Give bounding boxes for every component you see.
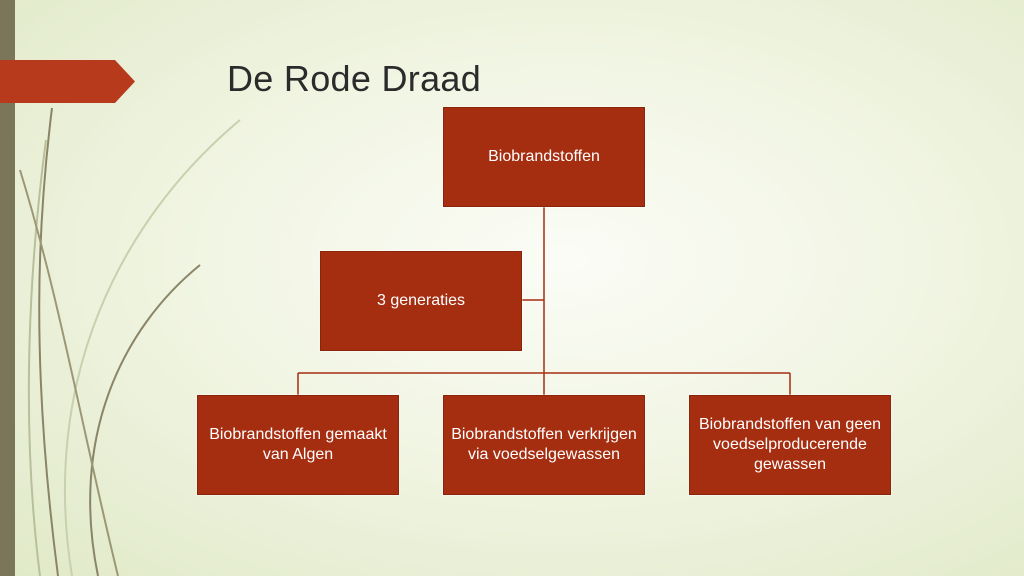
- title-arrow-shape: [0, 60, 135, 103]
- slide-title: De Rode Draad: [227, 58, 482, 99]
- decorative-grass-lines: [19, 107, 241, 576]
- node-root-biobrandstoffen: Biobrandstoffen: [443, 107, 645, 207]
- node-child-voedselgewassen: Biobrandstoffen verkrijgen via voedselge…: [443, 395, 645, 495]
- node-child-algen: Biobrandstoffen gemaakt van Algen: [197, 395, 399, 495]
- left-accent-bar: [0, 0, 15, 576]
- node-assistant-3-generaties: 3 generaties: [320, 251, 522, 351]
- node-child-geen-voedselproducerende: Biobrandstoffen van geen voedselproducer…: [689, 395, 891, 495]
